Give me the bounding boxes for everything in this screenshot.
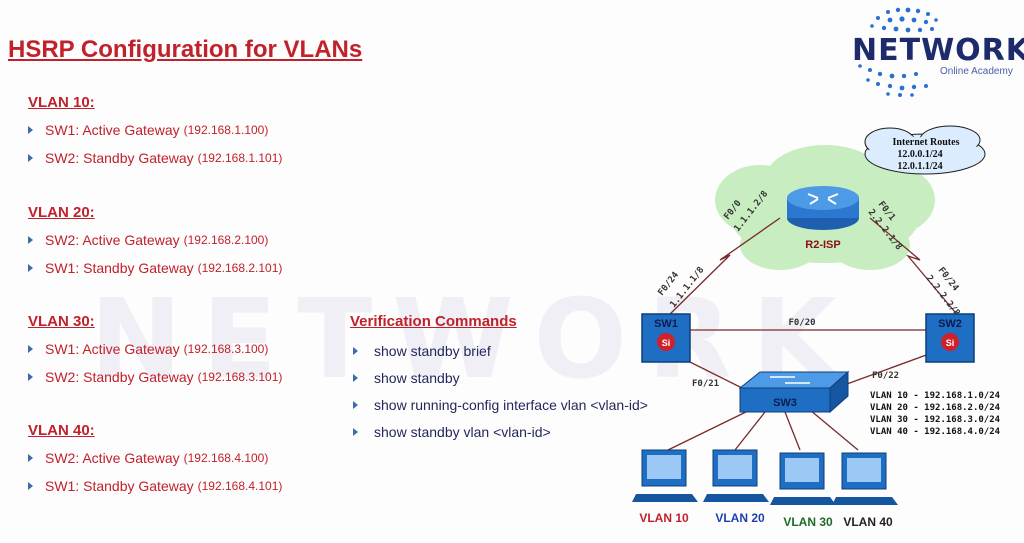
sw1-label: SW1	[654, 318, 678, 330]
bullet-icon	[28, 454, 33, 462]
sw3-switch-icon	[738, 370, 850, 414]
bullet-icon	[28, 373, 33, 381]
gateway-role: SW2: Active Gateway	[45, 450, 180, 466]
subnet-label: VLAN 20 - 192.168.2.0/24	[870, 403, 1001, 413]
gateway-ip: (192.168.4.100)	[183, 451, 269, 465]
bullet-icon	[353, 400, 358, 409]
list-item: SW2: Standby Gateway(192.168.3.101)	[28, 363, 358, 391]
gateway-role: SW2: Active Gateway	[45, 232, 180, 248]
sw2-label: SW2	[938, 318, 962, 330]
command-text: show standby vlan <vlan-id>	[374, 423, 551, 440]
gateway-role: SW1: Standby Gateway	[45, 260, 194, 276]
vlan-heading: VLAN 30:	[28, 313, 95, 330]
logo-wordmark: NETWORK	[852, 33, 1024, 68]
gateway-ip: (192.168.4.101)	[197, 479, 283, 493]
link-sw1-router	[665, 217, 781, 319]
host-vlan-label: VLAN 20	[715, 511, 765, 525]
host-pc-icon	[632, 449, 698, 502]
command-item: show standby vlan <vlan-id>	[350, 418, 690, 445]
bullet-icon	[28, 126, 33, 134]
bullet-icon	[28, 154, 33, 162]
command-text: show running-config interface vlan <vlan…	[374, 396, 648, 413]
watermark-text: NETWORK	[90, 275, 858, 403]
gateway-ip: (192.168.2.100)	[183, 233, 269, 247]
gateway-ip: (192.168.3.100)	[183, 342, 269, 356]
command-item: show standby brief	[350, 337, 690, 364]
logo-subtitle: Online Academy	[940, 66, 1013, 77]
router-label: R2-ISP	[805, 239, 840, 251]
sw1-switch-icon: Si	[641, 313, 691, 363]
bullet-icon	[28, 345, 33, 353]
list-item: SW1: Standby Gateway(192.168.4.101)	[28, 472, 358, 500]
list-item: SW2: Standby Gateway(192.168.1.101)	[28, 144, 358, 172]
network-topology: Internet Routes 12.0.0.1/24 12.0.1.1/24 …	[632, 125, 1001, 529]
gateway-ip: (192.168.1.101)	[197, 151, 283, 165]
gateway-ip: (192.168.1.100)	[183, 123, 269, 137]
command-item: show standby	[350, 364, 690, 391]
link-sw3-host	[734, 411, 766, 451]
bullet-icon	[28, 236, 33, 244]
verification-commands: Verification Commands show standby brief…	[350, 313, 690, 445]
page-title: HSRP Configuration for VLANs	[8, 36, 363, 63]
bullet-icon	[353, 427, 358, 436]
host-pc-icon	[832, 452, 898, 505]
list-item: SW1: Active Gateway(192.168.3.100)	[28, 335, 358, 363]
host-vlan-label: VLAN 30	[783, 515, 833, 529]
link-sw3-host	[809, 409, 859, 451]
network-logo-icon	[858, 7, 938, 97]
cloud-route: 12.0.0.1/24	[897, 149, 942, 160]
command-item: show running-config interface vlan <vlan…	[350, 391, 690, 418]
sw1-badge: Si	[662, 338, 671, 348]
list-item: SW2: Active Gateway(192.168.4.100)	[28, 444, 358, 472]
list-item: SW1: Standby Gateway(192.168.2.101)	[28, 254, 358, 282]
subnet-label: VLAN 10 - 192.168.1.0/24	[870, 391, 1001, 401]
router-icon	[787, 186, 859, 230]
vlan-heading: VLAN 10:	[28, 94, 95, 111]
sw3-label: SW3	[773, 397, 797, 409]
subnet-label: VLAN 40 - 192.168.4.0/24	[870, 427, 1001, 437]
gateway-role: SW1: Active Gateway	[45, 341, 180, 357]
gateway-ip: (192.168.2.101)	[197, 261, 283, 275]
subnet-label: VLAN 30 - 192.168.3.0/24	[870, 415, 1001, 425]
vlan-10-block: VLAN 10: SW1: Active Gateway(192.168.1.1…	[28, 94, 358, 172]
vlan-20-block: VLAN 20: SW2: Active Gateway(192.168.2.1…	[28, 204, 358, 282]
internet-routes-cloud-icon	[864, 125, 986, 175]
cloud-title: Internet Routes	[893, 137, 960, 148]
vlan-30-block: VLAN 30: SW1: Active Gateway(192.168.3.1…	[28, 313, 358, 391]
gateway-role: SW2: Standby Gateway	[45, 150, 194, 166]
gateway-role: SW2: Standby Gateway	[45, 369, 194, 385]
sw2-badge: Si	[946, 338, 955, 348]
sw2-downlink-interface: F0/22	[872, 371, 899, 381]
bullet-icon	[353, 373, 358, 382]
trunk-interface: F0/20	[788, 318, 815, 328]
bullet-icon	[28, 482, 33, 490]
host-vlan-label: VLAN 40	[843, 515, 893, 529]
bullet-icon	[353, 346, 358, 355]
verification-title: Verification Commands	[350, 313, 517, 330]
vlan-heading: VLAN 40:	[28, 422, 95, 439]
bullet-icon	[28, 264, 33, 272]
host-pc-icon	[770, 452, 836, 505]
host-pc-icon	[703, 449, 769, 502]
link-router-sw2	[869, 217, 961, 319]
gateway-ip: (192.168.3.101)	[197, 370, 283, 384]
link-sw3-host	[667, 409, 751, 451]
sw1-downlink-interface: F0/21	[692, 379, 719, 389]
command-text: show standby	[374, 369, 460, 386]
host-vlan-label: VLAN 10	[639, 511, 689, 525]
cloud-route: 12.0.1.1/24	[897, 161, 942, 172]
list-item: SW1: Active Gateway(192.168.1.100)	[28, 116, 358, 144]
gateway-role: SW1: Active Gateway	[45, 122, 180, 138]
command-text: show standby brief	[374, 342, 491, 359]
vlan-40-block: VLAN 40: SW2: Active Gateway(192.168.4.1…	[28, 422, 358, 500]
vlan-heading: VLAN 20:	[28, 204, 95, 221]
link-sw3-host	[784, 411, 801, 451]
sw2-switch-icon: Si	[925, 313, 975, 363]
gateway-role: SW1: Standby Gateway	[45, 478, 194, 494]
list-item: SW2: Active Gateway(192.168.2.100)	[28, 226, 358, 254]
